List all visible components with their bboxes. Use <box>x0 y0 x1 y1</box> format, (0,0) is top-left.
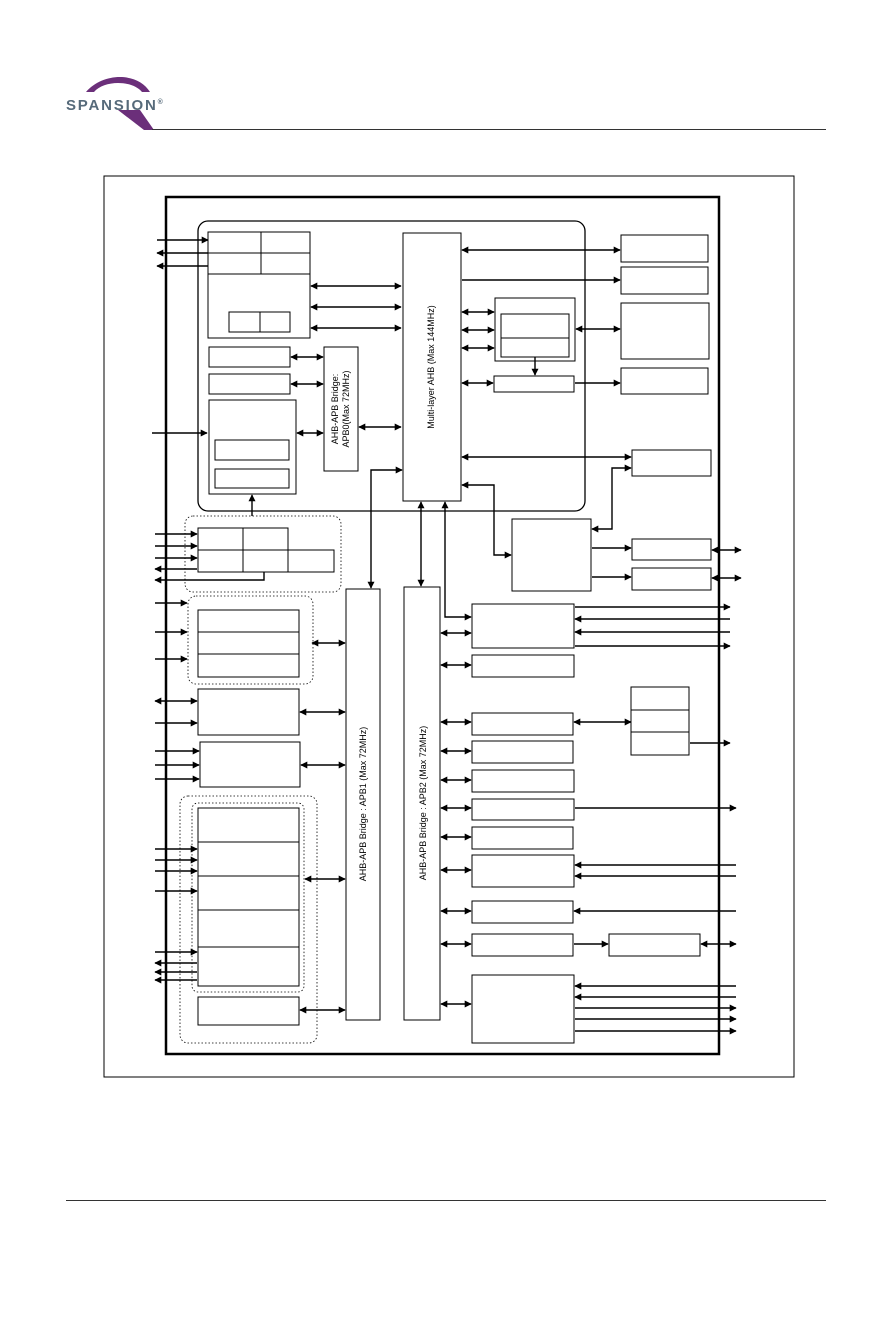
group3-outline <box>179 795 318 1044</box>
ahb-bus <box>402 232 462 502</box>
apb2-periph-2 <box>471 654 575 678</box>
chip-boundary <box>164 195 721 1056</box>
apb0-peripheral-2 <box>208 373 291 395</box>
apb2-bridge <box>403 586 441 1021</box>
apb0-bridge-label-1: AHB-APB Bridge: <box>330 374 340 445</box>
apb1-periph-a <box>197 688 300 736</box>
apb2-periph-11 <box>471 974 575 1044</box>
usb-phy-2 <box>631 567 712 591</box>
ext-block-1 <box>620 234 709 263</box>
apb1-periph-b <box>199 741 301 788</box>
apb1-bridge <box>345 588 381 1021</box>
group2-block <box>197 609 300 678</box>
ext-block-3 <box>620 302 710 360</box>
apb2-periph-7 <box>471 826 574 850</box>
apb2-side-stack <box>630 686 690 756</box>
brand-name: SPANSION® <box>66 97 163 114</box>
apb2-side-block <box>608 933 701 957</box>
clock-sub-1 <box>214 439 290 461</box>
apb2-periph-4 <box>471 740 574 764</box>
apb2-periph-6 <box>471 798 575 821</box>
group1-outline <box>184 515 342 593</box>
group3-block <box>197 807 300 987</box>
usb-block <box>511 518 592 592</box>
figure-frame <box>103 175 795 1078</box>
ext-block-2 <box>620 266 709 295</box>
footer-rule <box>66 1200 826 1201</box>
ahb-bus-label: Multi-layer AHB (Max 144MHz) <box>426 305 436 429</box>
apb1-bridge-label: AHB-APB Bridge : APB1 (Max 72MHz) <box>358 727 368 882</box>
apb2-periph-9 <box>471 900 574 924</box>
apb2-periph-3 <box>471 712 574 736</box>
apb1-periph-c <box>197 996 300 1026</box>
apb0-bridge <box>323 346 359 472</box>
apb0-peripheral-1 <box>208 346 291 368</box>
apb2-periph-5 <box>471 769 575 793</box>
logo-swoosh-icon <box>86 77 154 130</box>
header-rule <box>152 129 826 130</box>
apb2-periph-1 <box>471 603 575 649</box>
group2-outline <box>187 595 314 685</box>
clock-sub-2 <box>214 468 290 489</box>
apb2-periph-10 <box>471 933 574 957</box>
apb2-periph-8 <box>471 854 575 888</box>
ext-block-5 <box>631 449 712 477</box>
ext-block-4 <box>620 367 709 395</box>
spansion-logo: SPANSION® <box>58 70 188 136</box>
ahb-slave-small <box>493 375 575 393</box>
group3-inner-outline <box>191 802 305 993</box>
dma-sub-block <box>500 313 570 358</box>
apb0-bridge-label-2: APB0(Max 72MHz) <box>341 370 351 447</box>
group1-extra <box>287 549 335 573</box>
usb-phy-1 <box>631 538 712 561</box>
apb2-bridge-label: AHB-APB Bridge : APB2 (Max 72MHz) <box>418 726 428 881</box>
